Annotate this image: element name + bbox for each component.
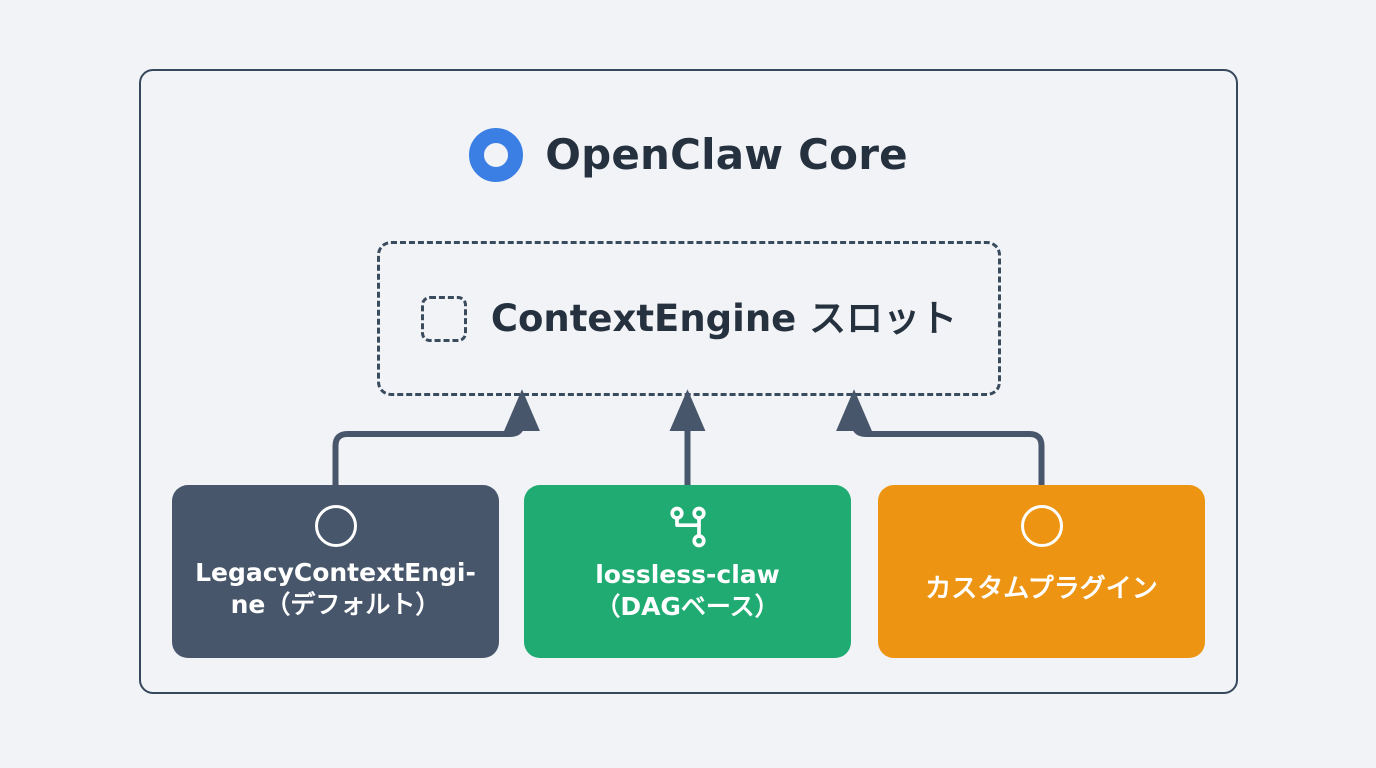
circle-outline-icon <box>314 505 357 547</box>
openclaw-core-frame <box>139 69 1238 694</box>
context-engine-slot-label: ContextEngine スロット <box>490 297 958 340</box>
dag-branch-icon <box>669 506 706 548</box>
node-label: カスタムプラグイン <box>878 573 1205 606</box>
node-label-line-2: ne（デフォルト） <box>230 590 441 619</box>
circle-outline-icon <box>1020 505 1063 547</box>
node-label-line-1: カスタムプラグイン <box>925 574 1158 604</box>
context-engine-slot[interactable]: ContextEngine スロット <box>377 241 1001 396</box>
node-label-line-1: LegacyContextEngi- <box>195 558 476 587</box>
node-label: lossless-claw （DAGベース） <box>524 559 851 623</box>
page-title: OpenClaw Core <box>139 120 1238 190</box>
node-label-line-2: （DAGベース） <box>595 592 780 621</box>
blue-ring-icon <box>469 128 524 182</box>
node-legacy-context-engine[interactable]: LegacyContextEngi- ne（デフォルト） <box>172 485 499 658</box>
page-title-label: OpenClaw Core <box>545 130 908 179</box>
node-lossless-claw[interactable]: lossless-claw （DAGベース） <box>524 485 851 658</box>
node-label-line-1: lossless-claw <box>595 560 780 589</box>
node-label: LegacyContextEngi- ne（デフォルト） <box>172 557 499 621</box>
node-custom-plugin[interactable]: カスタムプラグイン <box>878 485 1205 658</box>
dashed-square-icon <box>420 295 467 342</box>
